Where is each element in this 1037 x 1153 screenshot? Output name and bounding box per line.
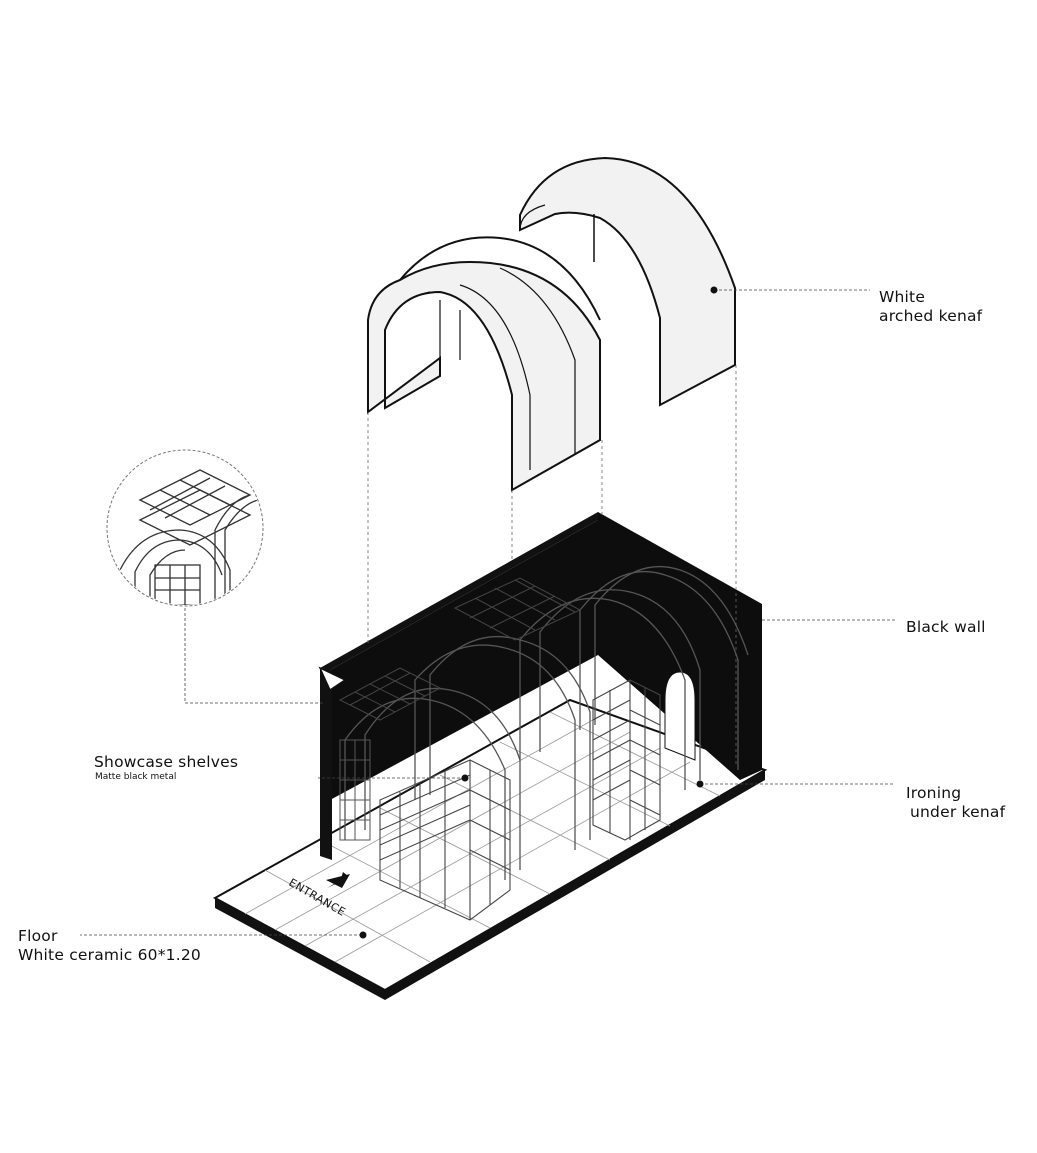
label-arched-kenaf-line2: arched kenaf xyxy=(879,307,983,325)
leader-lines xyxy=(80,289,895,936)
label-showcase-shelves: Showcase shelves xyxy=(94,753,239,771)
black-wall xyxy=(318,512,762,860)
ceiling-grids xyxy=(338,577,582,721)
iron-arch-frames xyxy=(344,566,749,880)
label-floor-line2: White ceramic 60*1.20 xyxy=(18,946,201,964)
projection-lines xyxy=(367,365,737,765)
label-ironing-line2: under kenaf xyxy=(910,803,1006,821)
left-wall-shelves xyxy=(339,739,371,841)
showcase-shelves-right xyxy=(592,679,661,841)
label-showcase-material: Matte black metal xyxy=(95,772,177,782)
label-ironing-line1: Ironing xyxy=(906,784,962,802)
showcase-shelves-left xyxy=(379,759,511,921)
white-arched-kenaf xyxy=(367,156,736,492)
label-white-line1: White xyxy=(879,288,926,306)
leader-dots xyxy=(359,286,718,939)
floor-tile-grid xyxy=(244,711,721,963)
label-floor-line1: Floor xyxy=(18,927,58,945)
label-black-wall: Black wall xyxy=(906,618,986,636)
detail-callout xyxy=(106,449,264,607)
